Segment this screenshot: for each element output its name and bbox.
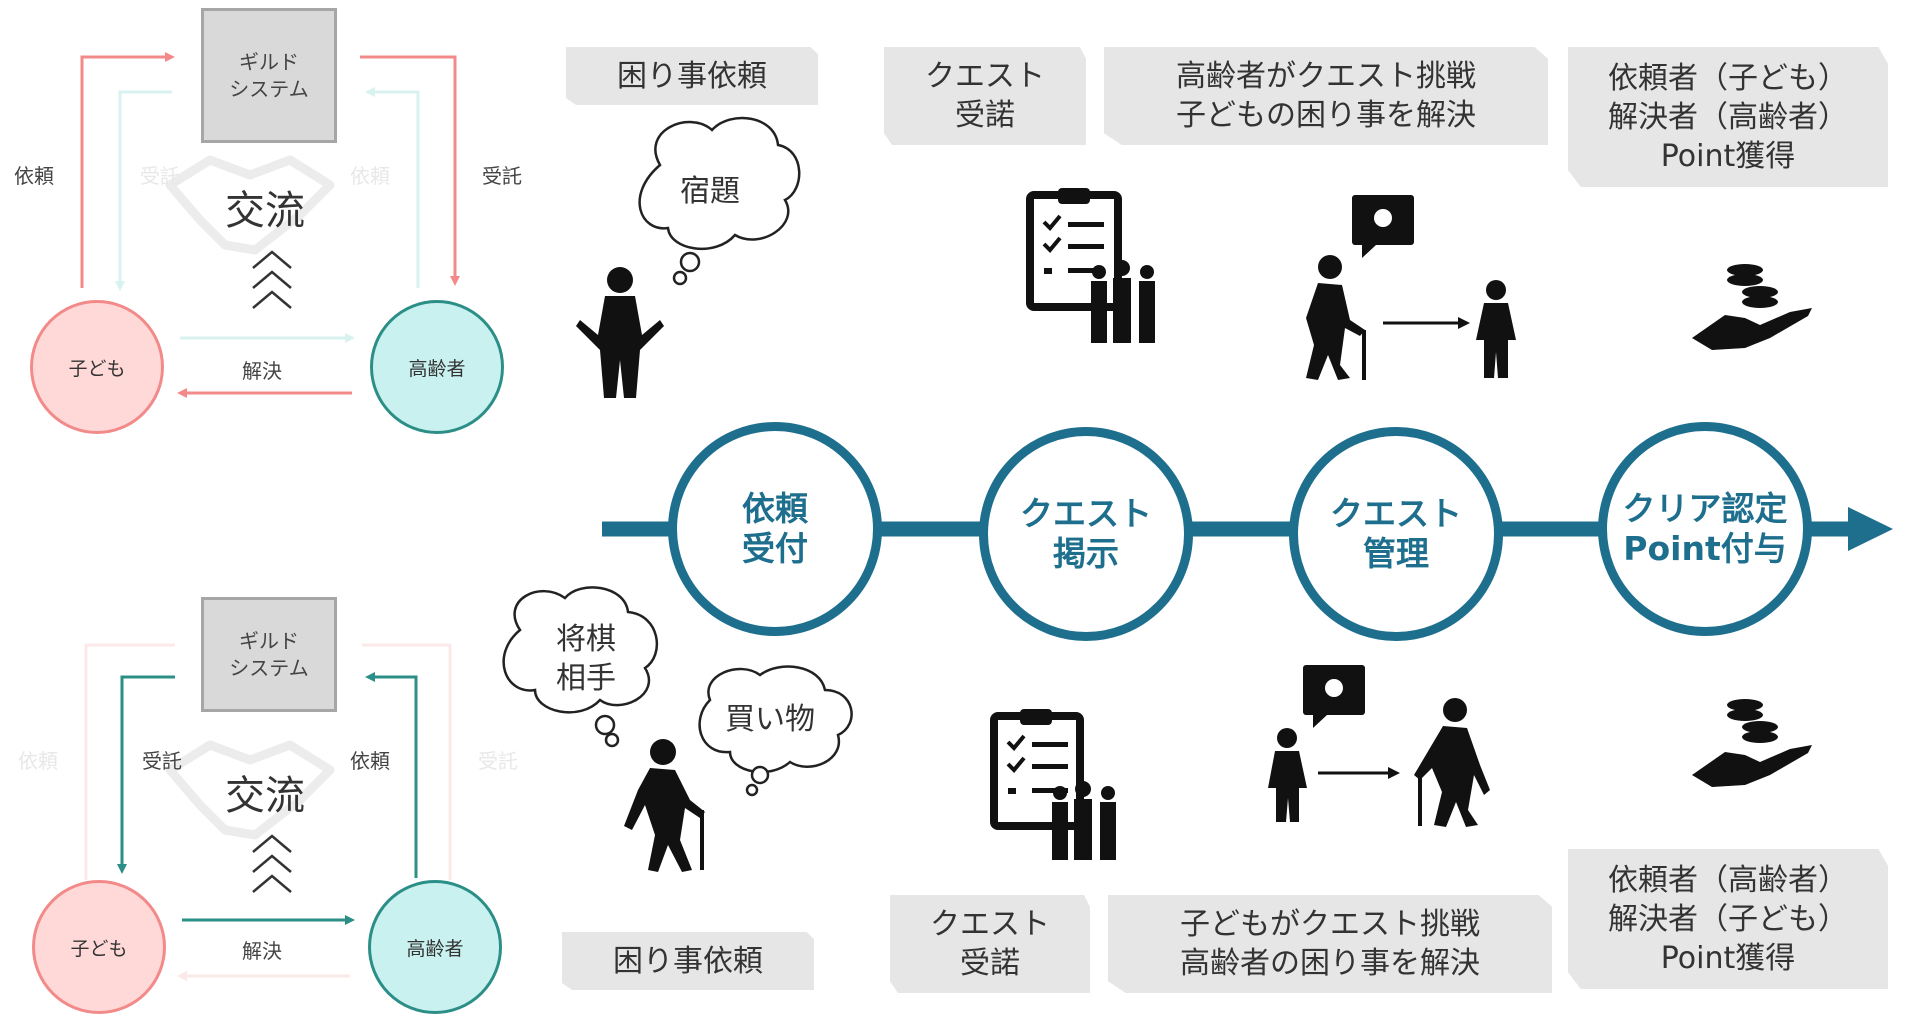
step-label: クリア認定: [1622, 488, 1788, 528]
thought-cloud-icon: [698, 665, 853, 797]
step-quest-posting: クエスト 掲示: [979, 427, 1193, 641]
elder-node: 高齢者: [370, 300, 504, 434]
elder-helps-child-icon: [1306, 195, 1516, 380]
banner-text: 困り事依頼: [613, 943, 763, 979]
cloud-shogi-label: 将棋 相手: [556, 620, 616, 698]
challenge-banner: 子どもがクエスト挑戦 高齢者の困り事を解決: [1108, 895, 1552, 993]
cloud-shopping-label: 買い物: [725, 702, 815, 737]
solve-label: 解決: [242, 359, 282, 383]
guild-label: ギルド: [239, 628, 299, 653]
step-label: クエスト: [1020, 493, 1152, 533]
coins-in-hand-icon: [1692, 699, 1812, 787]
step-request-intake: 依頼 受付: [668, 422, 882, 636]
step-clear-certification: クリア認定 Point付与: [1598, 422, 1812, 636]
system-label: システム: [229, 655, 309, 680]
chevron-up-icon: [252, 250, 292, 893]
faint-accept-label: 受託: [478, 749, 518, 773]
banner-text: 高齢者がクエスト挑戦: [1176, 59, 1476, 94]
faint-request-label: 依頼: [18, 749, 58, 773]
banner-text: Point獲得: [1660, 940, 1796, 976]
banner-text: 依頼者（高齢者）: [1608, 862, 1848, 898]
step-quest-management: クエスト 管理: [1289, 427, 1503, 641]
child-label: 子ども: [68, 357, 126, 380]
banner-text: 高齢者の困り事を解決: [1180, 946, 1480, 981]
thought-cloud-icon: [502, 586, 659, 748]
cloud-homework-label: 宿題: [680, 174, 740, 209]
faint-request-label: 依頼: [350, 164, 390, 188]
banner-text: 子どもの困り事を解決: [1176, 98, 1476, 133]
request-label: 依頼: [350, 749, 390, 773]
handshake-watermark-icon: [165, 155, 335, 840]
elder-label: 高齢者: [408, 357, 466, 380]
banner-text: 子どもがクエスト挑戦: [1180, 907, 1480, 942]
request-banner: 困り事依頼: [562, 932, 814, 990]
banner-text: 困り事依頼: [617, 58, 767, 94]
banner-text: クエスト: [930, 907, 1050, 942]
step-label: Point付与: [1623, 529, 1787, 568]
banner-text: 受諾: [960, 946, 1020, 981]
thought-cloud-icon: [638, 116, 801, 286]
banner-text: 依頼者（子ども）: [1608, 60, 1848, 96]
clipboard-team-icon: [1026, 188, 1155, 343]
guild-system-box: ギルド システム: [201, 597, 337, 712]
child-label: 子ども: [70, 937, 128, 960]
banner-text: Point獲得: [1660, 138, 1796, 174]
challenge-banner: 高齢者がクエスト挑戦 子どもの困り事を解決: [1104, 47, 1548, 145]
exchange-label: 交流: [225, 773, 305, 819]
child-node: 子ども: [30, 300, 164, 434]
guild-label: ギルド: [239, 49, 299, 74]
cloud-shogi-line2: 相手: [556, 661, 616, 696]
child-node: 子ども: [32, 880, 166, 1014]
points-banner: 依頼者（子ども） 解決者（高齢者） Point獲得: [1568, 47, 1888, 187]
points-banner: 依頼者（高齢者） 解決者（子ども） Point獲得: [1568, 849, 1888, 989]
accept-banner: クエスト 受諾: [884, 47, 1086, 145]
system-label: システム: [229, 76, 309, 101]
clipboard-team-icon: [990, 709, 1116, 860]
step-label: 依頼: [742, 488, 808, 528]
guild-system-box: ギルド システム: [201, 8, 337, 143]
faint-accept-label: 受託: [140, 164, 180, 188]
request-banner: 困り事依頼: [566, 47, 818, 105]
step-label: クエスト: [1330, 493, 1462, 533]
accept-label: 受託: [482, 164, 522, 188]
accept-label: 受託: [142, 749, 182, 773]
step-label: 管理: [1363, 534, 1429, 573]
request-label: 依頼: [14, 164, 54, 188]
banner-text: クエスト: [925, 59, 1045, 94]
elder-with-cane-icon: [624, 739, 705, 872]
banner-text: 解決者（子ども）: [1608, 901, 1848, 937]
exchange-label: 交流: [225, 188, 305, 234]
person-shrugging-icon: [576, 267, 664, 398]
solve-label: 解決: [242, 939, 282, 963]
step-label: 受付: [742, 529, 808, 568]
elder-label: 高齢者: [406, 937, 464, 960]
coins-in-hand-icon: [1692, 264, 1812, 350]
step-label: 掲示: [1053, 534, 1119, 573]
child-helps-elder-icon: [1268, 665, 1490, 827]
cloud-shogi-line1: 将棋: [556, 622, 616, 657]
accept-banner: クエスト 受諾: [890, 895, 1090, 993]
elder-node: 高齢者: [368, 880, 502, 1014]
banner-text: 解決者（高齢者）: [1608, 99, 1848, 135]
banner-text: 受諾: [955, 98, 1015, 133]
